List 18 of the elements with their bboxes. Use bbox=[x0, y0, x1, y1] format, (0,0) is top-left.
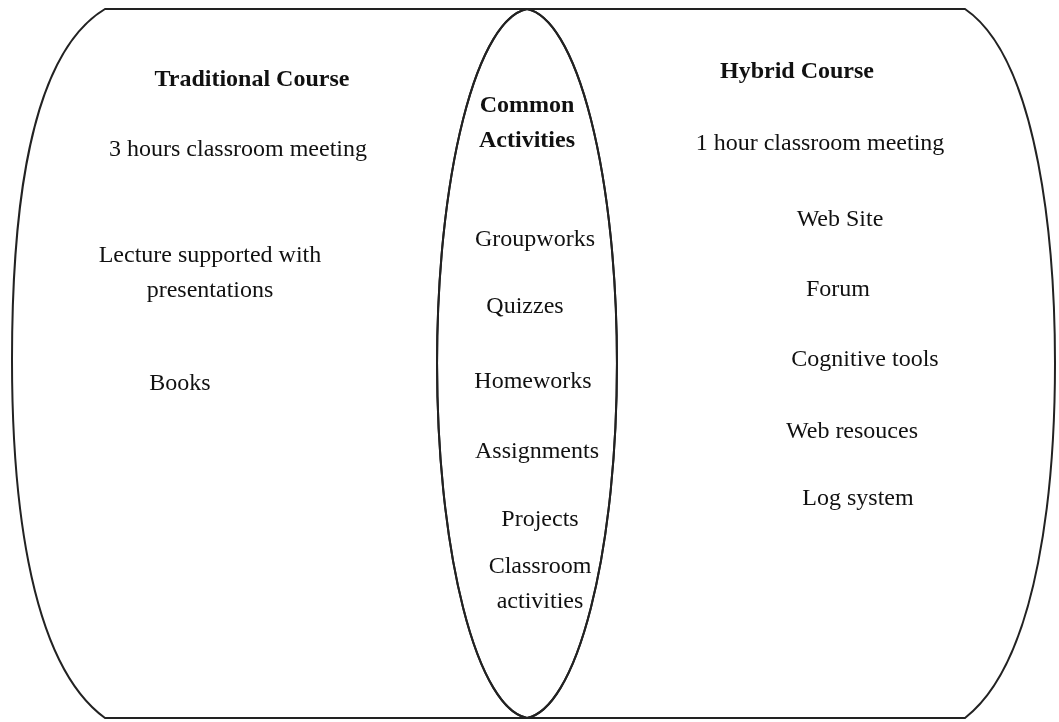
list-item-text: Lecture supported with presentations bbox=[97, 240, 323, 304]
list-item-text: Assignments bbox=[475, 435, 599, 465]
list-item-text: Homeworks bbox=[474, 365, 592, 395]
heading: Traditional Course bbox=[154, 63, 350, 93]
list-item-text: Forum bbox=[806, 273, 870, 303]
list-item-text: Projects bbox=[501, 503, 579, 533]
list-item-text: Log system bbox=[802, 482, 914, 512]
list-item-text: Web resouces bbox=[786, 415, 918, 445]
list-item-text: Web Site bbox=[796, 203, 884, 233]
list-item-text: Classroom activities bbox=[487, 551, 593, 615]
list-item-text: Groupworks bbox=[475, 223, 595, 253]
list-item-text: Books bbox=[149, 367, 211, 397]
list-item-text: 1 hour classroom meeting bbox=[695, 127, 945, 157]
heading: Common Activities bbox=[478, 90, 576, 154]
list-item-text: 3 hours classroom meeting bbox=[109, 133, 367, 163]
list-item-text: Quizzes bbox=[486, 290, 564, 320]
list-item-text: Cognitive tools bbox=[791, 343, 939, 373]
heading: Hybrid Course bbox=[720, 55, 874, 85]
